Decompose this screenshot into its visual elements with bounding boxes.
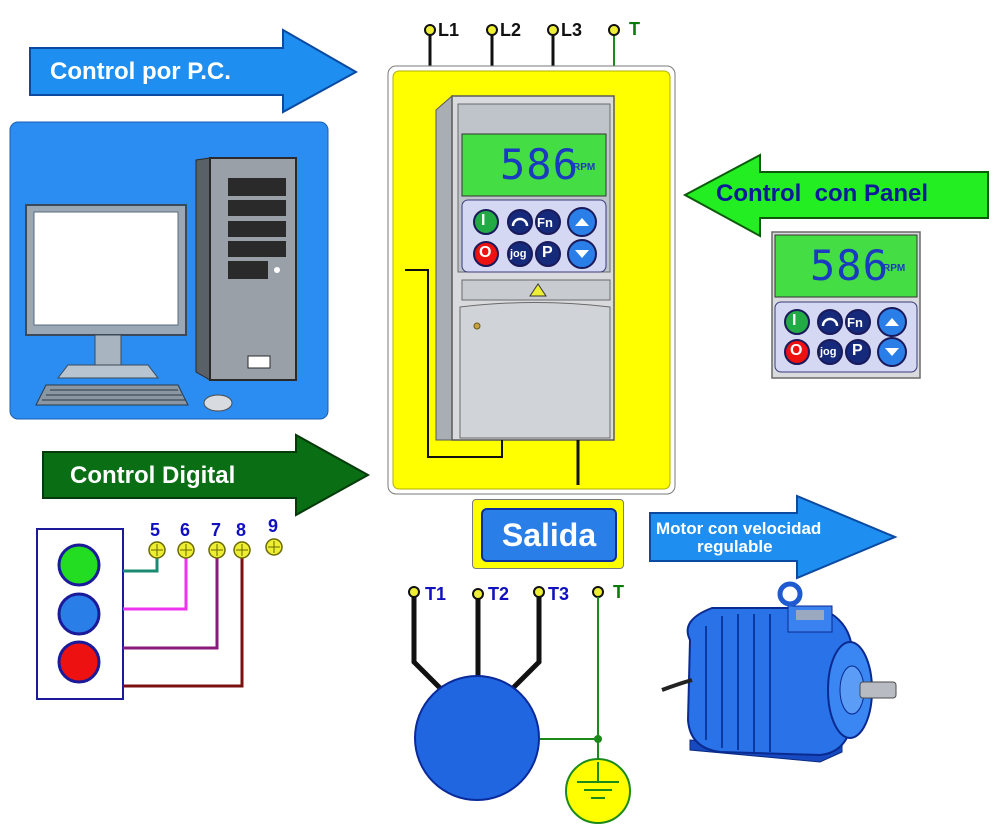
remote-keypad-panel [771,231,921,379]
terminal-t1-label: T1 [425,584,447,604]
output-box: Salida [472,499,624,569]
drive-prog-key: P [542,244,553,261]
terminal-l3-label: L3 [561,20,583,40]
panel-stop-key: O [790,342,803,359]
terminal-7-label: 7 [211,520,222,540]
terminal-t-label: T [629,19,640,39]
electric-motor-icon [661,581,897,763]
variable-frequency-drive [387,65,676,495]
drive-jog-key: jog [510,248,527,260]
drive-fn-key: Fn [537,215,553,230]
panel-jog-key: jog [820,346,837,358]
pc-control-label: Control por P.C. [50,58,231,85]
panel-prog-key: P [852,342,863,359]
motor-label-line1: Motor con velocidad [656,519,822,538]
panel-start-key: I [792,312,797,329]
terminal-9-label: 9 [268,516,279,536]
panel-control-arrow [682,153,989,238]
keyboard-icon [35,384,189,406]
motor-arrow [649,494,898,580]
terminal-l2-label: L2 [500,20,522,40]
pc-control-arrow [29,28,359,114]
panel-control-label: Control con Panel [716,180,929,207]
drive-start-key: I [481,212,486,229]
mouse-icon [203,394,233,412]
input-terminal-screws [148,538,283,559]
terminal-l1-label: L1 [438,20,460,40]
motor-label-line2: regulable [697,537,773,556]
drive-speed-unit: RPM [573,162,596,173]
terminal-8-label: 8 [236,520,247,540]
terminal-5-label: 5 [150,520,161,540]
output-label: Salida [481,508,617,562]
pc-illustration [9,121,329,420]
terminal-6-label: 6 [180,520,191,540]
motor-symbol [414,675,540,801]
push-button-station [36,528,244,700]
terminal-t3-label: T3 [548,584,570,604]
output-wiring [408,586,604,762]
panel-speed-unit: RPM [883,263,906,274]
supply-lines [424,24,620,68]
drive-stop-key: O [479,244,492,261]
green-button-icon [57,543,101,587]
panel-speed-value: 586 [810,241,889,290]
red-button-icon [57,640,101,684]
blue-button-icon [57,592,101,636]
terminal-ground-label: T [613,582,624,602]
monitor-icon [25,204,187,379]
digital-control-label: Control Digital [70,462,236,489]
ground-icon [565,758,631,824]
terminal-t2-label: T2 [488,584,510,604]
drive-speed-value: 586 [500,140,579,189]
panel-fn-key: Fn [847,315,863,330]
computer-tower-icon [195,157,297,381]
digital-control-arrow [42,433,371,517]
